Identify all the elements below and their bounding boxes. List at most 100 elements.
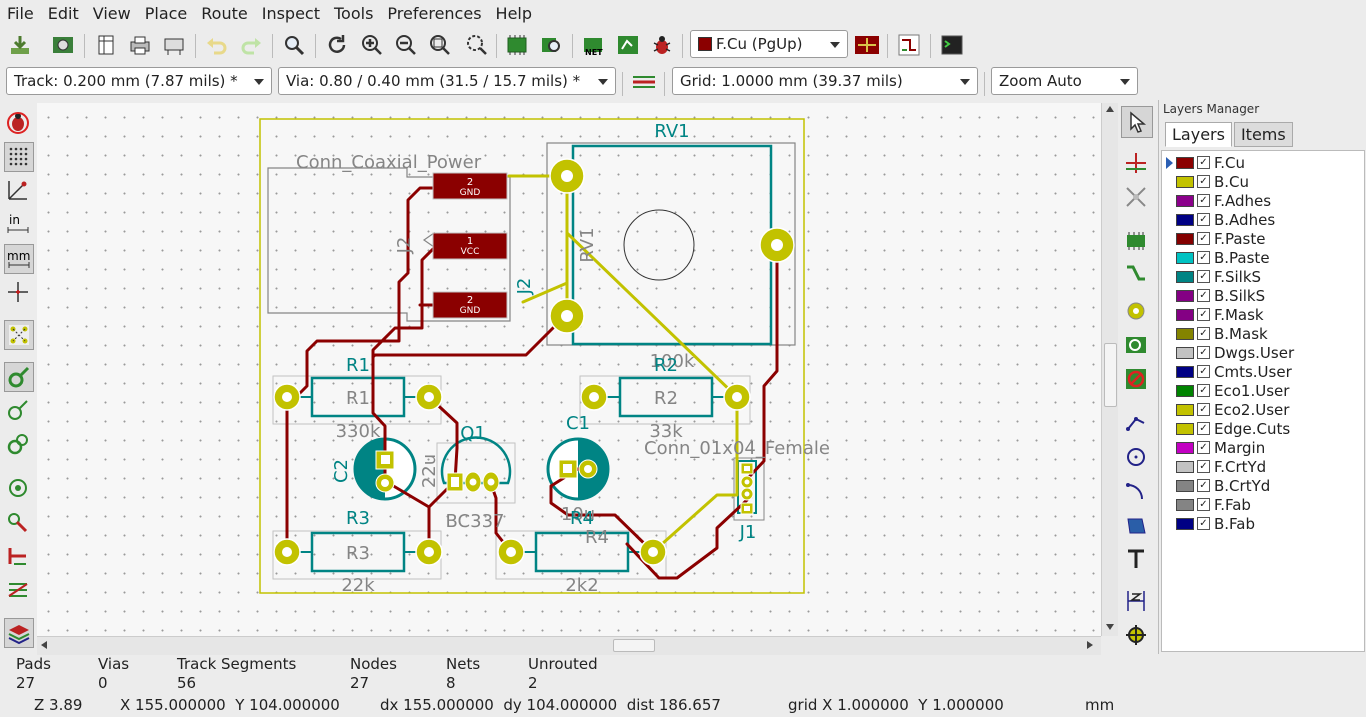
layer-color-swatch[interactable] [1176, 232, 1194, 245]
refresh-icon[interactable] [323, 31, 351, 59]
scroll-left-icon[interactable] [41, 641, 47, 649]
layer-select[interactable]: F.Cu (PgUp) [690, 30, 848, 58]
layer-row[interactable]: ✓Edge.Cuts [1166, 419, 1290, 438]
add-line-icon[interactable] [1121, 408, 1151, 438]
layer-visibility-checkbox[interactable]: ✓ [1197, 289, 1210, 302]
zone-outline-icon[interactable] [4, 396, 32, 424]
menu-place[interactable]: Place [144, 4, 188, 23]
inch-units-icon[interactable]: in [4, 210, 32, 238]
layer-visibility-checkbox[interactable]: ✓ [1197, 479, 1210, 492]
via-size-select[interactable]: Via: 0.80 / 0.40 mm (31.5 / 15.7 mils) * [278, 67, 616, 95]
tab-items[interactable]: Items [1233, 122, 1293, 147]
add-text-icon[interactable] [1121, 544, 1151, 574]
polar-coords-icon[interactable] [4, 176, 32, 204]
netlist-icon[interactable]: NET [579, 31, 607, 59]
track-sketch-icon[interactable] [4, 542, 32, 570]
pad-sketch-icon[interactable] [4, 474, 32, 502]
show-ratsnest-icon[interactable] [4, 320, 34, 350]
layer-color-swatch[interactable] [1176, 384, 1194, 397]
add-zone-icon[interactable] [1121, 330, 1151, 360]
layer-row[interactable]: ✓B.Fab [1166, 514, 1255, 533]
grid-toggle-icon[interactable] [4, 142, 34, 172]
layer-color-swatch[interactable] [1176, 289, 1194, 302]
layer-visibility-checkbox[interactable]: ✓ [1197, 346, 1210, 359]
mm-units-icon[interactable]: mm [4, 244, 34, 274]
route-track-icon[interactable] [1121, 260, 1151, 290]
zoom-select[interactable]: Zoom Auto [991, 67, 1138, 95]
add-via-icon[interactable] [1121, 296, 1151, 326]
place-origin-icon[interactable] [1121, 620, 1151, 650]
layer-row[interactable]: ✓B.Paste [1166, 248, 1270, 267]
horizontal-scrollbar[interactable] [37, 636, 1101, 655]
print-icon[interactable] [126, 31, 154, 59]
zone-fill-icon[interactable] [4, 362, 34, 392]
layer-color-swatch[interactable] [1176, 479, 1194, 492]
grid-select[interactable]: Grid: 1.0000 mm (39.37 mils) [672, 67, 978, 95]
add-footprint-icon[interactable] [1121, 226, 1151, 256]
menu-route[interactable]: Route [201, 4, 248, 23]
add-circle-icon[interactable] [1121, 442, 1151, 472]
layer-visibility-checkbox[interactable]: ✓ [1197, 251, 1210, 264]
pcb-canvas-area[interactable]: 2 GND 1 VCC 2 GND [37, 103, 1118, 636]
board-setup-icon[interactable] [49, 31, 77, 59]
save-icon[interactable] [6, 31, 34, 59]
layer-visibility-checkbox[interactable]: ✓ [1197, 403, 1210, 416]
layer-visibility-checkbox[interactable]: ✓ [1197, 308, 1210, 321]
layer-row[interactable]: ✓B.Mask [1166, 324, 1268, 343]
vertical-scrollbar[interactable] [1101, 103, 1118, 636]
horizontal-scroll-thumb[interactable] [613, 639, 655, 652]
layer-color-swatch[interactable] [1176, 460, 1194, 473]
menu-preferences[interactable]: Preferences [387, 4, 482, 23]
autoroute-icon[interactable] [895, 31, 923, 59]
layer-color-swatch[interactable] [1176, 270, 1194, 283]
menu-tools[interactable]: Tools [334, 4, 374, 23]
layer-row[interactable]: ✓Cmts.User [1166, 362, 1292, 381]
layer-visibility-checkbox[interactable]: ✓ [1197, 270, 1210, 283]
via-sketch-icon[interactable] [4, 508, 32, 536]
page-settings-icon[interactable] [92, 31, 120, 59]
layer-color-swatch[interactable] [1176, 422, 1194, 435]
layer-visibility-checkbox[interactable]: ✓ [1197, 194, 1210, 207]
pcb-canvas[interactable]: 2 GND 1 VCC 2 GND [37, 103, 1101, 636]
layer-visibility-checkbox[interactable]: ✓ [1197, 498, 1210, 511]
layer-row[interactable]: ✓F.Cu [1166, 153, 1245, 172]
menu-edit[interactable]: Edit [47, 4, 79, 23]
layer-visibility-checkbox[interactable]: ✓ [1197, 365, 1210, 378]
scripting-console-icon[interactable] [938, 31, 966, 59]
zoom-out-icon[interactable] [392, 31, 420, 59]
layer-color-swatch[interactable] [1176, 156, 1194, 169]
layer-color-swatch[interactable] [1176, 403, 1194, 416]
layer-row[interactable]: ✓F.Adhes [1166, 191, 1271, 210]
layer-row[interactable]: ✓B.CrtYd [1166, 476, 1270, 495]
layer-row[interactable]: ✓F.CrtYd [1166, 457, 1266, 476]
layer-row[interactable]: ✓F.SilkS [1166, 267, 1261, 286]
layer-visibility-checkbox[interactable]: ✓ [1197, 232, 1210, 245]
layers-manager-icon[interactable] [4, 618, 34, 648]
high-contrast-icon[interactable] [4, 576, 32, 604]
zoom-selection-icon[interactable] [462, 31, 490, 59]
keepout-zone-icon[interactable] [1121, 364, 1151, 394]
layer-visibility-checkbox[interactable]: ✓ [1197, 441, 1210, 454]
layer-row[interactable]: ✓Eco2.User [1166, 400, 1289, 419]
layer-color-swatch[interactable] [1176, 365, 1194, 378]
layer-color-swatch[interactable] [1176, 441, 1194, 454]
layer-color-swatch[interactable] [1176, 194, 1194, 207]
layer-visibility-checkbox[interactable]: ✓ [1197, 156, 1210, 169]
layer-visibility-checkbox[interactable]: ✓ [1197, 175, 1210, 188]
redo-icon[interactable] [237, 31, 265, 59]
scroll-right-icon[interactable] [1087, 641, 1093, 649]
find-icon[interactable] [280, 31, 308, 59]
vertical-scroll-thumb[interactable] [1104, 343, 1117, 407]
add-arc-icon[interactable] [1121, 476, 1151, 506]
layer-visibility-checkbox[interactable]: ✓ [1197, 213, 1210, 226]
tab-layers[interactable]: Layers [1165, 122, 1232, 147]
layer-row[interactable]: ✓B.SilkS [1166, 286, 1265, 305]
layer-row[interactable]: ✓F.Mask [1166, 305, 1264, 324]
auto-track-width-icon[interactable] [630, 68, 658, 96]
scroll-up-icon[interactable] [1106, 106, 1114, 112]
update-pcb-icon[interactable] [614, 31, 642, 59]
footprint-browser-icon[interactable] [537, 31, 565, 59]
layer-visibility-checkbox[interactable]: ✓ [1197, 460, 1210, 473]
layer-visibility-checkbox[interactable]: ✓ [1197, 422, 1210, 435]
add-polygon-icon[interactable] [1121, 510, 1151, 540]
